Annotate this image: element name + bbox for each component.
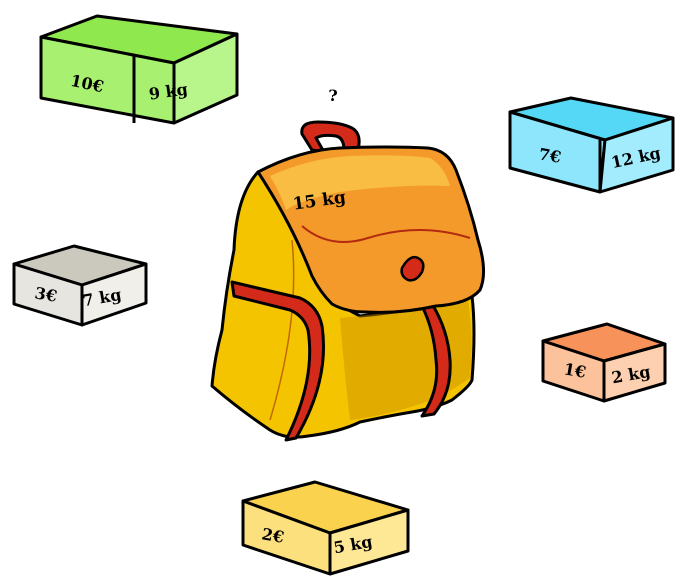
item-box-4-value: 1€ <box>562 359 587 382</box>
item-box-5 <box>241 480 410 576</box>
item-box-1-side <box>172 32 239 125</box>
item-box-3-side <box>80 262 148 327</box>
question-mark: ? <box>328 86 337 105</box>
backpack-body-shade <box>340 300 472 420</box>
backpack-right-strap <box>420 302 452 418</box>
backpack-flap-seam <box>301 225 471 243</box>
backpack-left-strap <box>230 280 326 442</box>
item-box-3 <box>12 244 148 327</box>
backpack-flap-highlight <box>270 155 450 210</box>
backpack <box>210 120 485 442</box>
item-box-4-side <box>602 342 667 403</box>
backpack-buckle <box>400 255 425 282</box>
item-box-1 <box>39 14 239 125</box>
backpack-side-seam <box>269 239 295 421</box>
backpack-handle <box>300 120 361 154</box>
item-box-3-value: 3€ <box>33 283 58 306</box>
item-box-2-side <box>598 116 675 194</box>
item-box-2 <box>508 96 675 194</box>
item-box-5-value: 2€ <box>260 524 285 547</box>
item-box-5-side <box>328 508 410 576</box>
item-box-2-value: 7€ <box>537 144 562 167</box>
item-box-4 <box>541 322 667 403</box>
